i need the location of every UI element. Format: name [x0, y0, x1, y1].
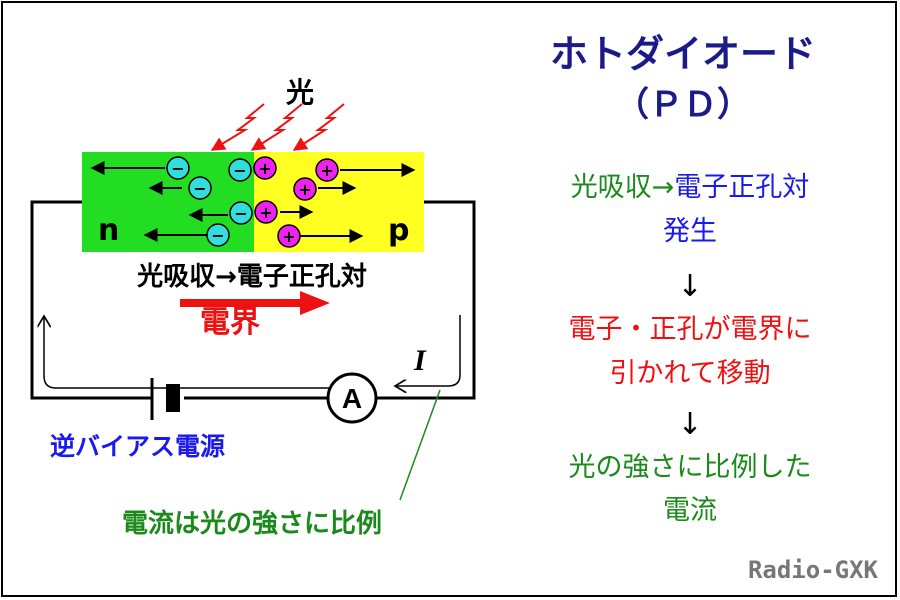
hole: +: [293, 177, 317, 201]
svg-text:+: +: [298, 180, 311, 199]
light-rays: [210, 103, 345, 151]
hole: +: [277, 224, 301, 248]
light-ray-arrow: [292, 103, 345, 151]
step1-line2: 発生: [663, 216, 717, 247]
electrons: − − − − −: [166, 156, 253, 247]
svg-text:+: +: [258, 159, 271, 178]
bias-label: 逆バイアス電源: [50, 432, 225, 461]
svg-text:+: +: [282, 227, 295, 246]
holes: + + + + +: [253, 156, 339, 248]
note-leader-line: [399, 389, 441, 501]
junction-caption: 光吸収→電子正孔対: [136, 262, 367, 292]
step1-line1: 光吸収→電子正孔対: [571, 172, 810, 203]
light-label: 光: [285, 76, 314, 109]
circuit-wires: [30, 200, 476, 400]
step3-line2: 電流: [663, 495, 717, 526]
step2-line2: 引かれて移動: [609, 358, 770, 389]
ammeter: A: [326, 372, 378, 424]
current-flow-arrow-left: [44, 316, 330, 389]
n-label: n: [98, 213, 119, 248]
flow-arrow-1: ↓: [677, 269, 702, 304]
step2-line1: 電子・正孔が電界に: [569, 314, 812, 345]
field-label: 電界: [200, 305, 260, 340]
svg-text:−: −: [211, 226, 224, 245]
svg-text:+: +: [320, 161, 333, 180]
flow-arrow-2: ↓: [677, 407, 702, 442]
light-ray-arrow: [210, 103, 265, 151]
svg-text:+: +: [259, 203, 272, 222]
electron: −: [166, 156, 190, 180]
current-symbol: I: [413, 344, 427, 377]
field-arrow: [180, 291, 330, 315]
credit: Radio-GXK: [748, 556, 879, 584]
light-ray-arrow: [250, 103, 303, 151]
title-line1: ホトダイオード: [550, 32, 816, 76]
electron: −: [228, 158, 252, 182]
hole: +: [253, 156, 277, 180]
svg-text:−: −: [193, 179, 206, 198]
step3-line1: 光の強さに比例した: [569, 452, 812, 483]
svg-text:−: −: [171, 159, 184, 178]
hole: +: [315, 158, 339, 182]
battery-symbol: [150, 378, 180, 420]
ammeter-label: A: [342, 383, 362, 414]
electron: −: [229, 201, 253, 225]
current-note: 電流は光の強さに比例: [122, 509, 382, 539]
p-label: p: [388, 213, 409, 248]
electron: −: [188, 176, 212, 200]
title-line2: （ＰＤ）: [615, 85, 751, 125]
svg-text:−: −: [234, 204, 247, 223]
svg-text:−: −: [233, 161, 246, 180]
hole: +: [254, 200, 278, 224]
carrier-arrows: [90, 161, 416, 243]
current-flow-arrow-right: [395, 315, 461, 386]
electron: −: [206, 223, 230, 247]
